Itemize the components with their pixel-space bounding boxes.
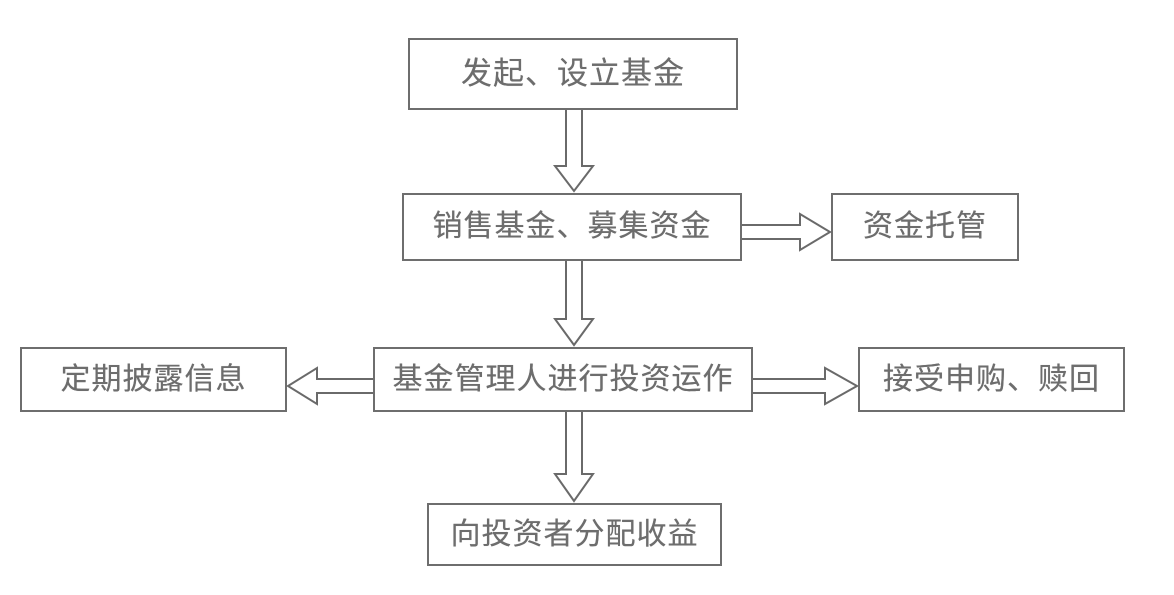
node-label: 定期披露信息	[60, 361, 247, 397]
node-fund-manager-investment-operation[interactable]: 基金管理人进行投资运作	[373, 347, 753, 412]
node-periodic-information-disclosure[interactable]: 定期披露信息	[20, 347, 287, 412]
node-label: 接受申购、赎回	[883, 361, 1100, 397]
node-initiate-fund[interactable]: 发起、设立基金	[408, 38, 738, 110]
node-label: 发起、设立基金	[461, 55, 685, 92]
arrow-left-manager-to-disclose	[286, 366, 375, 406]
arrow-down-manager-to-distribute	[552, 412, 596, 505]
node-label: 基金管理人进行投资运作	[392, 361, 734, 397]
node-label: 销售基金、募集资金	[432, 209, 712, 244]
node-capital-custody[interactable]: 资金托管	[831, 193, 1019, 261]
arrow-down-initiate-to-sell	[552, 110, 596, 195]
node-label: 向投资者分配收益	[450, 516, 699, 552]
arrow-right-sell-to-custody	[742, 212, 833, 252]
node-distribute-income-to-investors[interactable]: 向投资者分配收益	[427, 503, 722, 566]
node-accept-subscription-redemption[interactable]: 接受申购、赎回	[858, 347, 1125, 412]
arrow-right-manager-to-subscribe	[753, 366, 860, 406]
node-sell-fund-raise-capital[interactable]: 销售基金、募集资金	[402, 193, 742, 261]
node-label: 资金托管	[863, 209, 987, 244]
arrow-down-sell-to-manager	[552, 261, 596, 349]
